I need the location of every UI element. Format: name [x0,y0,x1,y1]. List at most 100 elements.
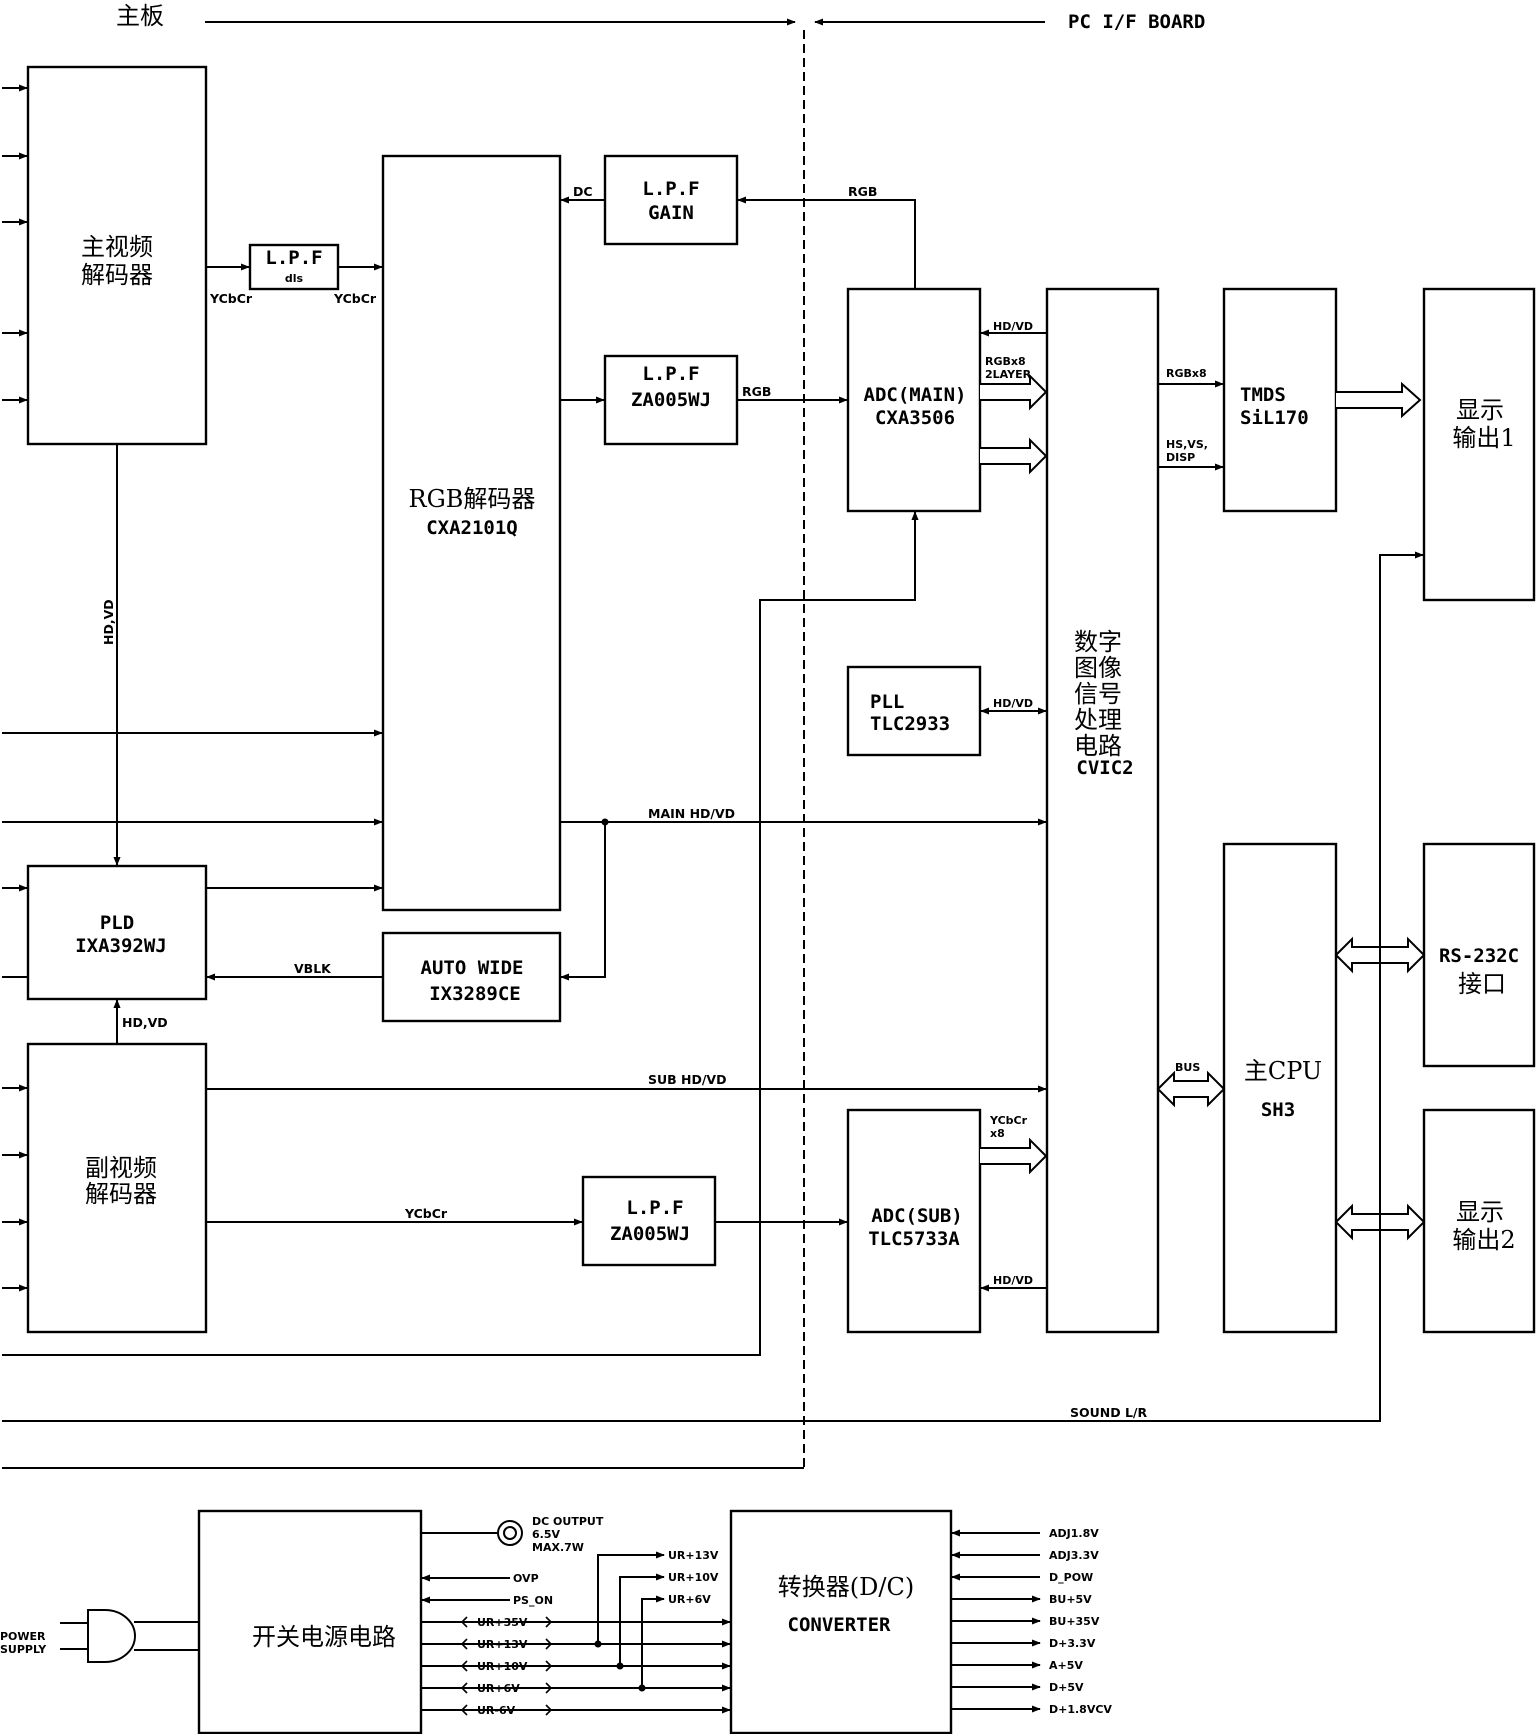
main-cpu-block: 主CPU SH3 [1222,842,1338,1334]
svg-text:ADC(MAIN): ADC(MAIN) [864,384,967,406]
converter-rail-labels: ADJ1.8V ADJ3.3V D_POW BU+5V BU+35V D+3.3… [1049,1527,1112,1716]
svg-text:转换器(D/C): 转换器(D/C) [778,1573,914,1601]
svg-text:CXA3506: CXA3506 [875,407,955,429]
main-hdvd-label: MAIN HD/VD [648,806,735,821]
svg-text:解码器: 解码器 [85,1180,157,1208]
svg-text:L.P.F: L.P.F [642,363,699,385]
top-rail-labels: UR+13V UR+10V UR+6V [668,1549,719,1606]
sub-video-decoder-block: 副视频 解码器 [26,1042,208,1334]
x8-label: x8 [990,1127,1005,1140]
rgbx8-label: RGBx8 [985,355,1026,368]
svg-text:UR+10V: UR+10V [477,1660,528,1673]
svg-text:输出2: 输出2 [1452,1226,1515,1254]
svg-text:UR-6V: UR-6V [477,1704,516,1717]
ycbcr-in-label: YCbCr [333,291,377,306]
adc-sub-hdvd-label: HD/VD [993,1274,1033,1287]
tmds-to-display1-arrow [1336,381,1422,419]
svg-text:开关电源电路: 开关电源电路 [252,1623,396,1651]
rgbx8-tmds-label: RGBx8 [1166,367,1207,380]
svg-text:CONVERTER: CONVERTER [788,1614,892,1636]
svg-text:RS-232C: RS-232C [1439,945,1519,967]
power-rail-lines [421,1618,731,1714]
svg-text:PLD: PLD [100,912,134,934]
auto-wide-block: AUTO WIDE IX3289CE [381,931,562,1023]
power-label: POWER [0,1630,46,1643]
dc-output-max-label: MAX.7W [532,1541,584,1554]
svg-text:TMDS: TMDS [1240,384,1286,406]
tmds-block: TMDS SiL170 [1222,287,1338,513]
display-output-2-block: 显示 输出2 [1422,1108,1536,1334]
svg-text:UR+13V: UR+13V [668,1549,719,1562]
header-mainboard-label: 主板 [116,2,164,30]
svg-text:主CPU: 主CPU [1244,1057,1322,1085]
svg-text:GAIN: GAIN [648,202,694,224]
dc-output-label: DC OUTPUT [532,1515,604,1528]
svg-text:L.P.F: L.P.F [265,247,322,269]
svg-text:UR+6V: UR+6V [668,1593,711,1606]
pll-hdvd-label: HD/VD [993,697,1033,710]
2layer-label: 2LAYER [985,368,1032,381]
svg-text:IX3289CE: IX3289CE [429,983,521,1005]
svg-text:UR+35V: UR+35V [477,1616,528,1629]
top-rail-taps [594,1551,665,1692]
ycbcr-out-label: YCbCr [209,291,253,306]
pll-block: PLL TLC2933 [846,665,982,757]
adc-sub-block: ADC(SUB) TLC5733A [846,1108,982,1334]
header-pc-if-board-label: PC I/F BOARD [1068,11,1205,33]
svg-text:BU+35V: BU+35V [1049,1615,1100,1628]
svg-text:显示: 显示 [1456,1198,1504,1226]
svg-text:主视频: 主视频 [81,233,153,261]
svg-text:接口: 接口 [1458,970,1506,998]
pld-block: PLD IXA392WJ [26,864,208,1001]
svg-text:BU+5V: BU+5V [1049,1593,1092,1606]
rgb-input-routing-line [2,511,919,1356]
ps-on-label: PS_ON [513,1594,553,1607]
svg-text:图像: 图像 [1074,654,1122,682]
svg-text:D+3.3V: D+3.3V [1049,1637,1096,1650]
adc-main-bus-arrows [980,373,1048,475]
svg-text:处理: 处理 [1074,706,1122,734]
svg-text:PLL: PLL [870,691,904,713]
bus-label: BUS [1175,1061,1200,1074]
svg-text:AUTO WIDE: AUTO WIDE [421,957,524,979]
svg-text:SiL170: SiL170 [1240,407,1309,429]
converter-input-lines [951,1529,1040,1581]
adc-main-hdvd-label: HD/VD [993,320,1033,333]
svg-text:ZA005WJ: ZA005WJ [631,389,711,411]
svg-text:ZA005WJ: ZA005WJ [610,1223,690,1245]
svg-text:TLC5733A: TLC5733A [868,1228,960,1250]
svg-text:dls: dls [285,272,304,285]
sound-label: SOUND L/R [1070,1405,1147,1420]
power-rail-chevrons [460,1616,553,1716]
disp-label: DISP [1166,451,1195,464]
svg-text:数字: 数字 [1074,628,1122,656]
power-rail-labels: UR+35V UR+13V UR+10V UR+6V UR-6V [477,1616,528,1717]
svg-text:L.P.F: L.P.F [642,178,699,200]
svg-text:D_POW: D_POW [1049,1571,1093,1584]
dc-label: DC [573,184,593,199]
main-video-decoder-block: 主视频 解码器 [26,65,208,446]
ycbcr-x8-label: YCbCr [989,1114,1028,1127]
sub-decoder-inputs [2,884,28,1292]
svg-text:SH3: SH3 [1261,1099,1295,1121]
svg-text:输出1: 输出1 [1452,424,1515,452]
rgb-decoder-block: RGB解码器 CXA2101Q [381,154,562,912]
rs232-interface-block: RS-232C 接口 [1422,842,1536,1068]
lpf-gain-block: L.P.F GAIN [603,154,739,246]
adc-sub-bus-arrow [980,1137,1048,1175]
switching-power-circuit-block: 开关电源电路 [197,1509,423,1734]
svg-text:副视频: 副视频 [85,1154,157,1182]
rgb-mid-label: RGB [742,384,771,399]
svg-text:TLC2933: TLC2933 [870,713,950,735]
svg-text:D+5V: D+5V [1049,1681,1084,1694]
display-output-1-block: 显示 输出1 [1422,287,1536,602]
svg-text:信号: 信号 [1074,680,1122,708]
lpf-za005wj-bottom-block: L.P.F ZA005WJ [581,1175,717,1267]
supply-label: SUPPLY [0,1643,47,1656]
lpf-za005wj-top-block: L.P.F ZA005WJ [603,354,739,446]
converter-output-lines [951,1595,1041,1713]
hdvd-to-autowide-line [560,822,606,981]
converter-block: 转换器(D/C) CONVERTER [729,1509,953,1734]
svg-text:UR+10V: UR+10V [668,1571,719,1584]
